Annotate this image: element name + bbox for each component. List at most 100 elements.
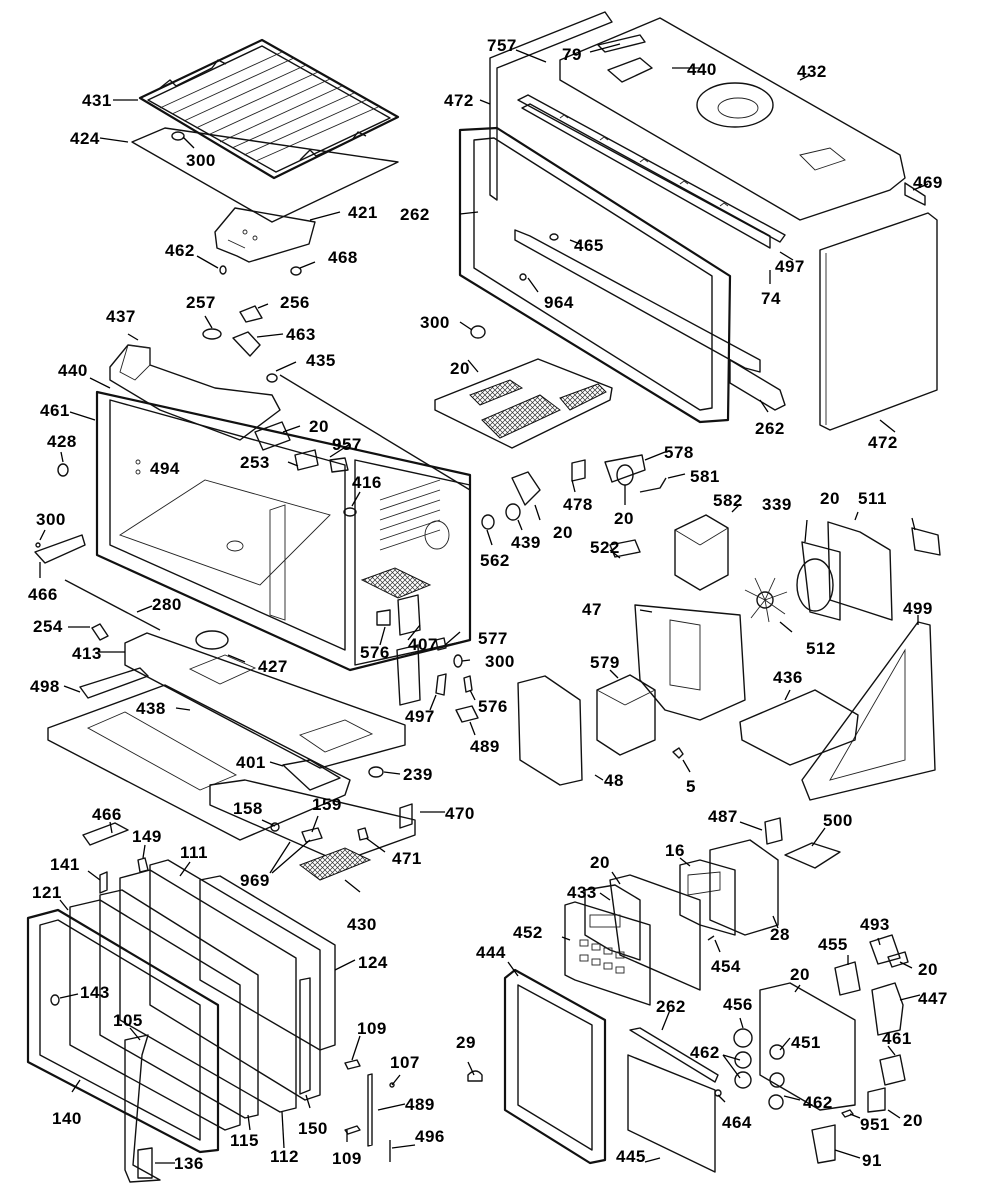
latch-bar xyxy=(367,1073,373,1147)
vent-grille xyxy=(514,229,761,373)
sensor-screw xyxy=(329,457,349,473)
callout-462: 462 xyxy=(690,1043,720,1062)
door-latch-upper xyxy=(344,1059,361,1070)
callout-158: 158 xyxy=(233,799,263,818)
callout-433: 433 xyxy=(567,883,597,902)
callout-461: 461 xyxy=(40,401,70,420)
callout-20: 20 xyxy=(790,965,810,984)
connector xyxy=(707,935,715,941)
latch-bracket xyxy=(34,534,86,564)
callout-300: 300 xyxy=(186,151,216,170)
callout-300: 300 xyxy=(36,510,66,529)
rack-support xyxy=(214,207,316,263)
callout-254: 254 xyxy=(33,617,63,636)
callout-462: 462 xyxy=(165,241,195,260)
callout-455: 455 xyxy=(818,935,848,954)
callout-253: 253 xyxy=(240,453,270,472)
light-housing xyxy=(109,344,281,441)
callout-512: 512 xyxy=(806,639,836,658)
control-plate xyxy=(627,1054,716,1173)
callout-20: 20 xyxy=(903,1111,923,1130)
callout-478: 478 xyxy=(563,495,593,514)
touch-panel xyxy=(564,901,651,1006)
left-side-panel xyxy=(489,11,613,201)
callout-577: 577 xyxy=(478,629,508,648)
triac xyxy=(764,817,783,845)
callout-401: 401 xyxy=(236,753,266,772)
callout-413: 413 xyxy=(72,644,102,663)
callout-470: 470 xyxy=(445,804,475,823)
mounting-bracket xyxy=(811,1124,836,1164)
callout-451: 451 xyxy=(791,1033,821,1052)
callout-109: 109 xyxy=(332,1149,362,1168)
callout-562: 562 xyxy=(480,551,510,570)
callout-437: 437 xyxy=(106,307,136,326)
callout-957: 957 xyxy=(332,435,362,454)
callout-20: 20 xyxy=(309,417,329,436)
callout-300: 300 xyxy=(420,313,450,332)
thermistor xyxy=(672,747,684,759)
front-frame xyxy=(458,126,732,424)
callout-16: 16 xyxy=(665,841,685,860)
cooktop-lamp xyxy=(270,822,280,832)
callout-576: 576 xyxy=(360,643,390,662)
callout-497: 497 xyxy=(775,257,805,276)
handle xyxy=(124,1034,161,1183)
lamp-socket xyxy=(239,305,263,323)
fan-frame xyxy=(827,521,893,621)
antenna-shaft xyxy=(64,579,161,631)
callout-48: 48 xyxy=(604,771,624,790)
socket-bracket xyxy=(232,331,261,357)
sensor xyxy=(294,449,319,471)
support-clip xyxy=(219,265,227,275)
air-guide xyxy=(634,604,746,721)
hinge xyxy=(82,822,129,846)
callout-427: 427 xyxy=(258,657,288,676)
callout-582: 582 xyxy=(713,491,743,510)
callout-28: 28 xyxy=(770,925,790,944)
foot xyxy=(368,766,384,778)
display xyxy=(679,859,736,936)
callout-labels: 431 424 300 421 462 468 757 79 440 432 4… xyxy=(28,36,947,1173)
choke-plate xyxy=(282,759,341,791)
callout-300: 300 xyxy=(485,652,515,671)
frame-clip xyxy=(549,233,559,241)
control-chassis xyxy=(759,982,856,1111)
door-choke xyxy=(137,857,149,873)
base-shield xyxy=(47,684,351,841)
callout-436: 436 xyxy=(773,668,803,687)
fan-shroud xyxy=(796,541,841,621)
callout-20: 20 xyxy=(918,960,938,979)
callout-432: 432 xyxy=(797,62,827,81)
callout-581: 581 xyxy=(690,467,720,486)
transformer xyxy=(674,514,729,591)
callout-115: 115 xyxy=(230,1131,259,1150)
callout-498: 498 xyxy=(30,677,60,696)
callout-136: 136 xyxy=(174,1154,204,1173)
callout-107: 107 xyxy=(390,1053,420,1072)
callout-339: 339 xyxy=(762,495,792,514)
cavity-cap xyxy=(57,463,69,477)
base-tray xyxy=(739,689,859,766)
rotary-switch xyxy=(879,1054,906,1086)
coupling xyxy=(91,623,109,641)
callout-20: 20 xyxy=(614,509,634,528)
thermal-switch xyxy=(254,421,291,451)
fan-blade xyxy=(744,577,788,623)
washers xyxy=(734,1051,752,1089)
right-side-panel xyxy=(819,182,938,431)
door-switch-assembly xyxy=(396,594,421,706)
callout-159: 159 xyxy=(312,795,342,814)
callout-472: 472 xyxy=(868,433,898,452)
grille-screw xyxy=(519,273,527,281)
fan-motor xyxy=(911,527,941,556)
callout-466: 466 xyxy=(92,805,122,824)
callout-256: 256 xyxy=(280,293,310,312)
callout-579: 579 xyxy=(590,653,620,672)
callout-465: 465 xyxy=(574,236,604,255)
callout-257: 257 xyxy=(186,293,216,312)
callout-20: 20 xyxy=(820,489,840,508)
terminal xyxy=(481,514,495,530)
nut xyxy=(714,1089,722,1097)
support-grommet xyxy=(290,266,302,276)
